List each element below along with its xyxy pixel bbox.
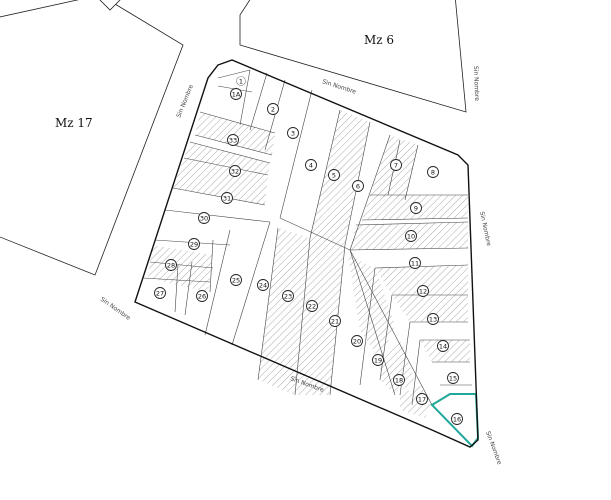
svg-text:16: 16	[453, 416, 461, 424]
lot-marker-7[interactable]: 7	[390, 159, 402, 171]
lot-marker-9[interactable]: 9	[410, 202, 422, 214]
svg-text:27: 27	[156, 290, 164, 298]
lot-marker-3[interactable]: 3	[287, 127, 299, 139]
svg-text:1A: 1A	[232, 91, 241, 99]
lot-marker-1[interactable]: 1	[236, 76, 246, 86]
hatched-lots	[148, 110, 470, 418]
block-outline	[134, 59, 479, 448]
lot-marker-18[interactable]: 18	[393, 374, 405, 386]
lot-marker-28[interactable]: 28	[165, 259, 177, 271]
lot-marker-23[interactable]: 23	[282, 290, 294, 302]
svg-text:1: 1	[239, 78, 243, 86]
svg-text:24: 24	[259, 282, 267, 290]
svg-text:15: 15	[449, 375, 457, 383]
lot-marker-17[interactable]: 17	[416, 393, 428, 405]
svg-text:22: 22	[308, 303, 316, 311]
lot-marker-12[interactable]: 12	[417, 285, 429, 297]
svg-text:2: 2	[271, 106, 275, 114]
neighbor-block-top-left	[99, 0, 121, 11]
lot-marker-31[interactable]: 31	[221, 192, 233, 204]
svg-text:23: 23	[284, 293, 292, 301]
lot-marker-2[interactable]: 2	[267, 103, 279, 115]
lot-marker-11[interactable]: 11	[409, 257, 421, 269]
street-label-north: Sin Nombre	[321, 78, 357, 96]
svg-text:25: 25	[232, 277, 240, 285]
svg-text:21: 21	[331, 318, 339, 326]
svg-text:10: 10	[407, 233, 415, 241]
lot-marker-1a[interactable]: 1A	[230, 88, 242, 100]
neighbor-block-mz17	[0, 0, 184, 276]
lot-marker-16[interactable]: 16	[451, 413, 463, 425]
lot-marker-8[interactable]: 8	[427, 166, 439, 178]
lot-marker-19[interactable]: 19	[372, 354, 384, 366]
svg-text:19: 19	[374, 357, 382, 365]
lot-marker-14[interactable]: 14	[437, 340, 449, 352]
svg-text:6: 6	[356, 183, 360, 191]
svg-text:14: 14	[439, 343, 447, 351]
svg-text:13: 13	[429, 316, 437, 324]
lot-marker-32[interactable]: 32	[229, 165, 241, 177]
lot-marker-29[interactable]: 29	[188, 238, 200, 250]
street-label-far-east-upper: Sin Nombre	[472, 66, 480, 102]
lot-marker-30[interactable]: 30	[198, 212, 210, 224]
lot-marker-27[interactable]: 27	[154, 287, 166, 299]
lot-marker-4[interactable]: 4	[305, 159, 317, 171]
svg-text:4: 4	[309, 162, 313, 170]
street-label-west: Sin Nombre	[175, 83, 195, 118]
svg-text:28: 28	[167, 262, 175, 270]
svg-text:31: 31	[223, 195, 231, 203]
svg-text:9: 9	[414, 205, 418, 213]
block-label-mz6: Mz 6	[364, 33, 394, 47]
lot-marker-20[interactable]: 20	[351, 335, 363, 347]
lot-marker-5[interactable]: 5	[328, 169, 340, 181]
lot-marker-24[interactable]: 24	[257, 279, 269, 291]
neighbor-block-mz6	[239, 0, 467, 113]
lot-marker-25[interactable]: 25	[230, 274, 242, 286]
svg-text:33: 33	[229, 137, 237, 145]
lot-marker-13[interactable]: 13	[427, 313, 439, 325]
lot-marker-21[interactable]: 21	[329, 315, 341, 327]
svg-text:32: 32	[231, 168, 239, 176]
svg-text:29: 29	[190, 241, 198, 249]
lot-marker-26[interactable]: 26	[196, 290, 208, 302]
lot-marker-10[interactable]: 10	[405, 230, 417, 242]
svg-text:18: 18	[395, 377, 403, 385]
svg-text:30: 30	[200, 215, 208, 223]
svg-text:26: 26	[198, 293, 206, 301]
lot-marker-22[interactable]: 22	[306, 300, 318, 312]
svg-text:7: 7	[394, 162, 398, 170]
svg-text:12: 12	[419, 288, 427, 296]
svg-text:8: 8	[431, 169, 435, 177]
lot-lines	[142, 69, 472, 406]
lot-marker-6[interactable]: 6	[352, 180, 364, 192]
street-label-west-lower: Sin Nombre	[99, 296, 132, 322]
lot-marker-33[interactable]: 33	[227, 134, 239, 146]
svg-text:11: 11	[411, 260, 419, 268]
svg-text:5: 5	[332, 172, 336, 180]
svg-text:17: 17	[418, 396, 426, 404]
block-label-mz17: Mz 17	[55, 116, 93, 130]
street-label-east: Sin Nombre	[478, 211, 492, 247]
street-label-southeast: Sin Nombre	[484, 430, 503, 466]
svg-text:20: 20	[353, 338, 361, 346]
svg-text:3: 3	[291, 130, 295, 138]
lot-marker-15[interactable]: 15	[447, 372, 459, 384]
